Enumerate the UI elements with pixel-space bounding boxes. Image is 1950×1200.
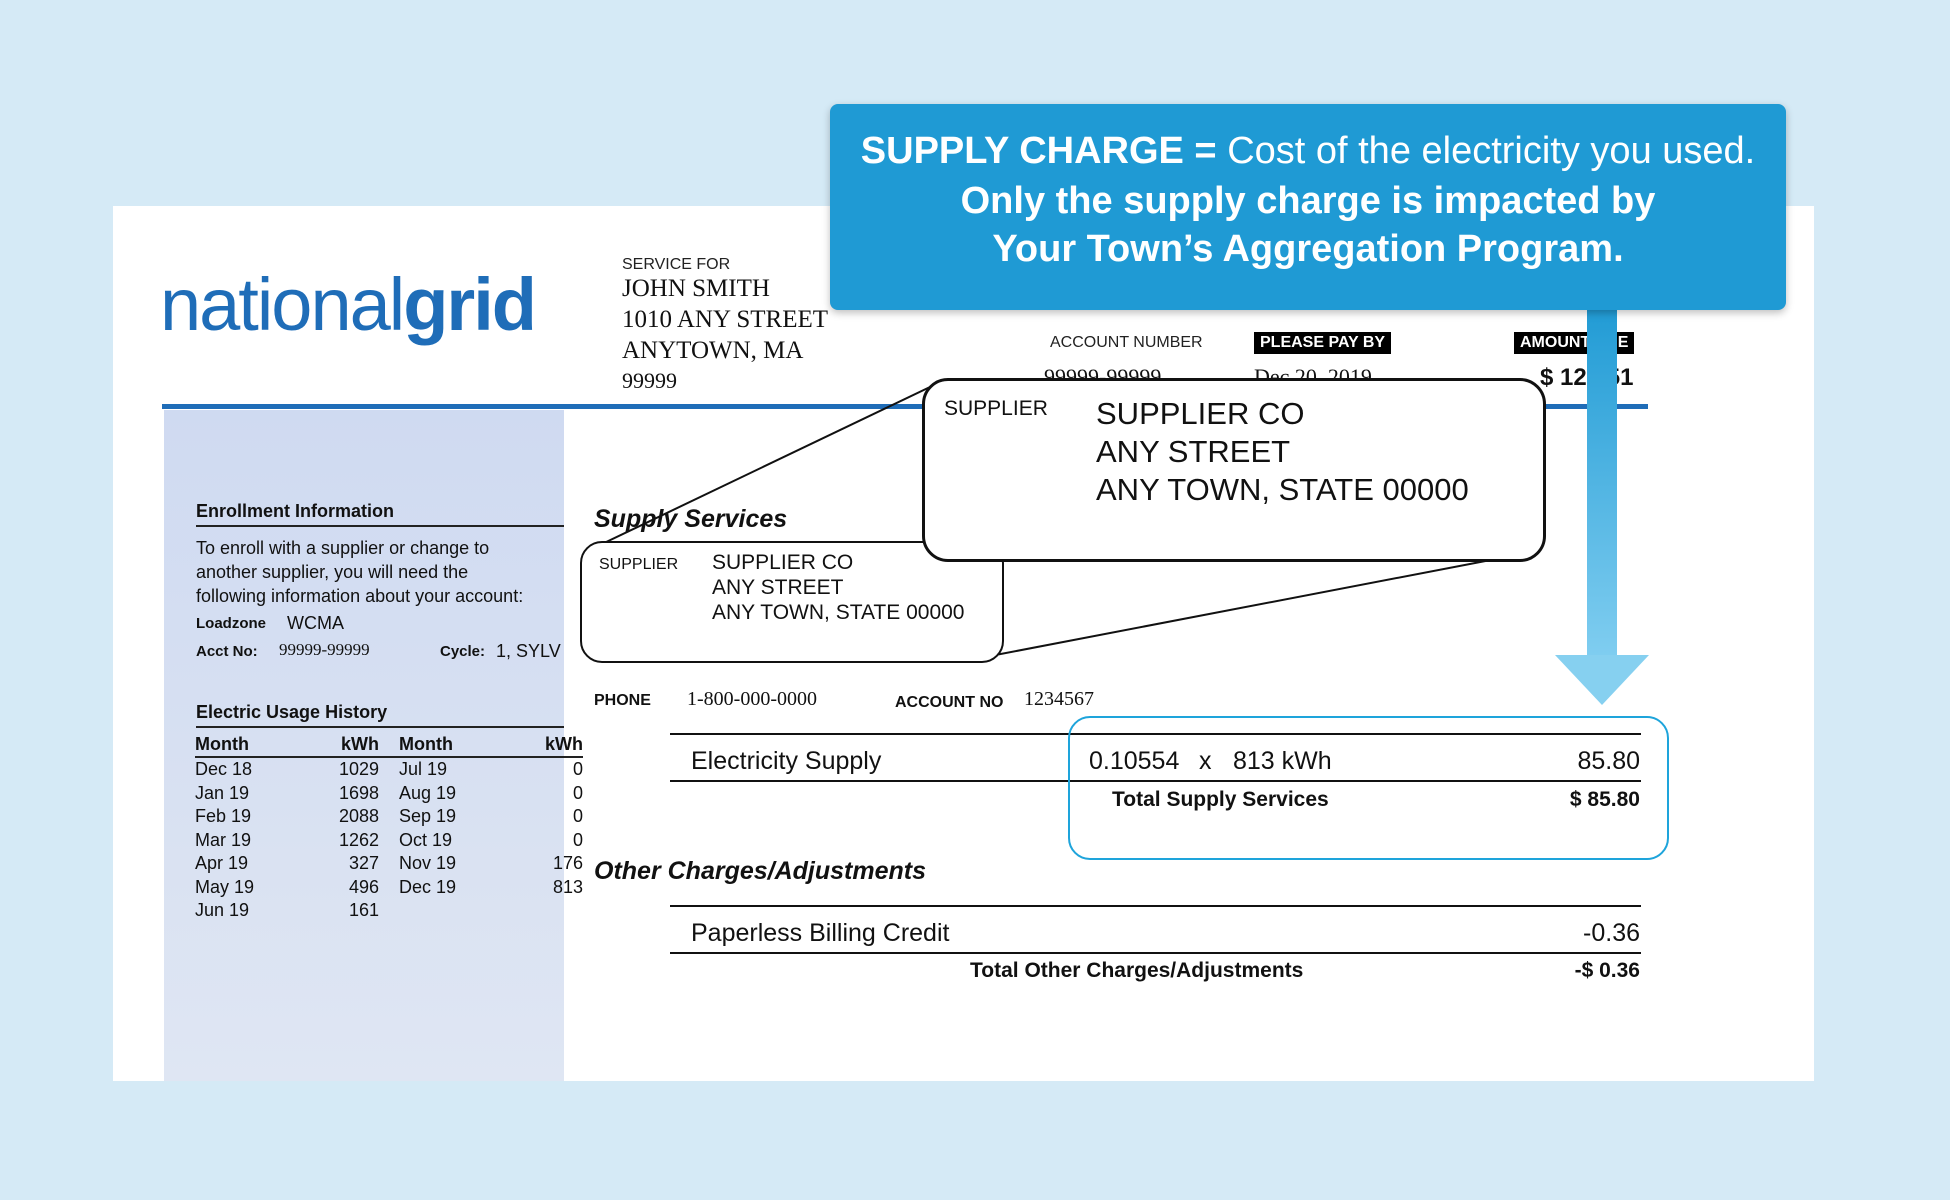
phone-value: 1-800-000-0000	[687, 688, 817, 710]
loadzone-label: Loadzone	[196, 615, 266, 632]
supply-charge-callout	[830, 104, 1786, 310]
supplier-account-value: 1234567	[1024, 688, 1094, 710]
supplier-city: ANY TOWN, STATE 00000	[712, 601, 965, 624]
supplier-label: SUPPLIER	[599, 556, 679, 573]
customer-name: JOHN SMITH	[622, 275, 770, 302]
callout-line-3: Your Town’s Aggregation Program.	[992, 228, 1624, 270]
acct-no-value: 99999-99999	[279, 640, 370, 659]
callout-term: SUPPLY CHARGE =	[860, 130, 1217, 172]
supply-highlight-box	[1068, 716, 1669, 860]
supplier-name: SUPPLIER CO	[712, 551, 854, 574]
supplier-account-label: ACCOUNT NO	[895, 694, 1004, 711]
amount-due-value: $ 125.51	[1540, 364, 1634, 391]
supply-bottom-rule	[670, 780, 1641, 782]
customer-zip: 99999	[622, 368, 677, 393]
enrollment-heading: Enrollment Information	[196, 501, 394, 521]
callout-arrow-icon	[1555, 300, 1649, 705]
supply-usage: 813 kWh	[1233, 747, 1332, 775]
column-header: Month	[399, 733, 517, 758]
service-for-label: SERVICE FOR	[622, 256, 731, 273]
header-divider	[162, 404, 1648, 409]
total-supply-label: Total Supply Services	[1112, 788, 1329, 811]
callout-line-2: Only the supply charge is impacted by	[960, 180, 1656, 222]
loadzone-value: WCMA	[287, 613, 344, 633]
acct-no-label: Acct No:	[196, 643, 258, 660]
supplier-info-box	[580, 541, 1004, 663]
zoom-supplier-city: ANY TOWN, STATE 00000	[1096, 472, 1469, 507]
usage-history-heading: Electric Usage History	[196, 702, 388, 722]
cycle-value: 1, SYLV	[496, 641, 561, 661]
paperless-credit-label: Paperless Billing Credit	[691, 919, 950, 947]
zoom-supplier-label: SUPPLIER	[944, 397, 1048, 420]
total-other-label: Total Other Charges/Adjustments	[970, 959, 1304, 982]
enrollment-divider	[196, 525, 564, 527]
callout-definition: Cost of the electricity you used.	[1227, 130, 1756, 172]
supply-top-rule	[670, 733, 1641, 735]
supply-rate: 0.10554	[1089, 747, 1180, 775]
usage-history-divider	[196, 726, 564, 728]
electricity-supply-label: Electricity Supply	[691, 747, 882, 775]
table-header-row: Month kWh Month kWh	[195, 733, 583, 758]
enrollment-text-3: following information about your account…	[196, 586, 524, 606]
paperless-credit-amount: -0.36	[1583, 919, 1640, 947]
total-other-amount: -$ 0.36	[1574, 959, 1640, 982]
supplier-street: ANY STREET	[712, 576, 844, 599]
national-grid-logo: nationalgrid	[160, 263, 537, 346]
multiply-sign: x	[1199, 747, 1212, 775]
zoom-supplier-street: ANY STREET	[1096, 434, 1291, 469]
column-header: Month	[195, 733, 313, 758]
enrollment-text-1: To enroll with a supplier or change to	[196, 538, 490, 558]
column-header: kWh	[517, 733, 583, 758]
total-supply-amount: $ 85.80	[1569, 788, 1640, 811]
other-bottom-rule	[670, 952, 1641, 954]
supply-services-heading: Supply Services	[594, 505, 788, 533]
enrollment-text-2: another supplier, you will need the	[196, 562, 469, 582]
cycle-label: Cycle:	[440, 643, 486, 660]
customer-city: ANYTOWN, MA	[622, 337, 804, 364]
pay-by-label: PLEASE PAY BY	[1254, 332, 1392, 354]
supplier-zoom-box	[922, 378, 1546, 562]
column-header: kWh	[313, 733, 379, 758]
customer-street: 1010 ANY STREET	[622, 306, 829, 333]
other-charges-heading: Other Charges/Adjustments	[594, 857, 927, 885]
phone-label: PHONE	[594, 692, 651, 709]
zoom-supplier-name: SUPPLIER CO	[1096, 396, 1305, 431]
other-top-rule	[670, 905, 1641, 907]
supply-amount: 85.80	[1577, 747, 1640, 775]
account-number-label: ACCOUNT NUMBER	[1050, 334, 1203, 351]
callout-line-1: SUPPLY CHARGE = Cost of the electricity …	[830, 130, 1786, 173]
